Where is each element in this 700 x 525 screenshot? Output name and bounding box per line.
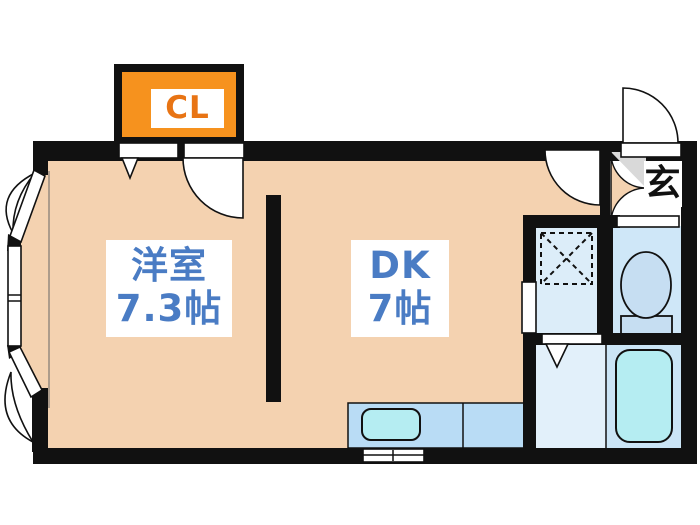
closet-opening-left — [118, 142, 179, 159]
room-label-entrance: 玄 — [644, 161, 682, 207]
bathroom-folding-door-icon — [544, 343, 570, 369]
room-label-western: 洋室 7.3帖 — [106, 240, 232, 338]
bay-bottom-corner — [32, 388, 48, 452]
room-label-closet: CL — [151, 89, 224, 128]
fixtures — [347, 232, 673, 449]
kitchen-sink — [361, 408, 421, 441]
bay-window-center — [7, 245, 22, 347]
washing-machine-space — [540, 232, 593, 285]
bath-anteroom-floor — [534, 343, 606, 450]
doors-and-windows — [4, 87, 682, 463]
bathtub — [615, 349, 673, 443]
partition-wall — [266, 195, 281, 402]
western-room-area: 7.3帖 — [115, 286, 223, 330]
washroom-toilet-wall — [597, 215, 613, 345]
bay-window-pane-bottom — [7, 345, 44, 399]
dk-washroom-wall-lower — [523, 333, 536, 456]
dk-room-name: DK — [369, 244, 431, 287]
dk-washroom-wall-upper — [523, 215, 536, 282]
bathroom-door — [541, 333, 603, 345]
bay-casement-swing-bottom — [4, 371, 36, 445]
dk-room-area: 7帖 — [367, 286, 433, 330]
front-door-threshold — [620, 142, 682, 158]
washer-x-line — [540, 232, 593, 285]
hall-wall — [523, 215, 620, 228]
bay-window-pane-top — [9, 168, 46, 244]
bay-floor — [20, 168, 48, 410]
toilet-bowl — [620, 251, 672, 319]
bay-top-corner — [33, 141, 48, 175]
entrance-step — [611, 152, 646, 188]
toilet-door — [616, 215, 680, 228]
closet-door-swing — [182, 157, 244, 219]
western-room-name: 洋室 — [131, 244, 207, 287]
room-label-dk: DK 7帖 — [351, 240, 449, 338]
dk-door-swing — [544, 149, 601, 206]
washroom-door — [521, 281, 537, 334]
right-wall — [681, 141, 697, 464]
closet-folding-door-icon — [120, 157, 140, 181]
front-door-swing — [622, 87, 679, 144]
dk-entrance-wall — [600, 152, 610, 218]
closet-opening-right — [183, 142, 245, 159]
